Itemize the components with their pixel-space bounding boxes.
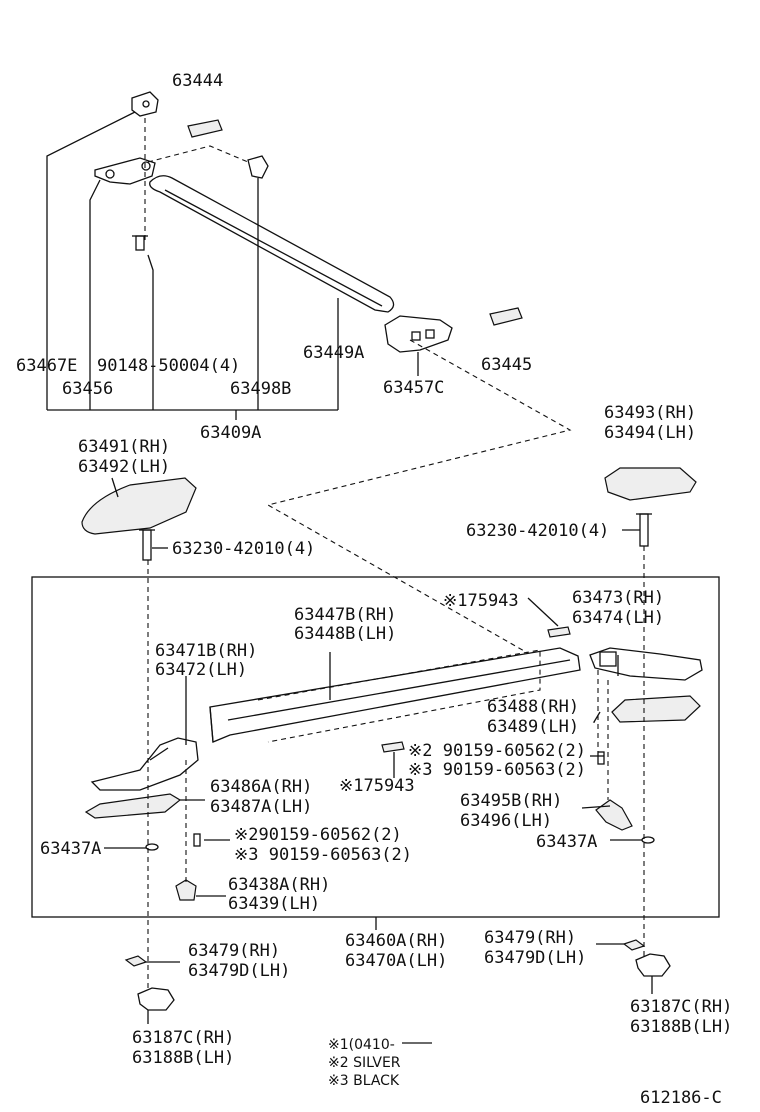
pad-63479-left [124, 955, 148, 967]
label-63479d-left: 63479D(LH) [188, 961, 290, 981]
label-63439: 63439(LH) [228, 894, 320, 914]
label-screw-r2: ※2 90159-60562(2) [408, 741, 586, 761]
label-screw-l2: ※290159-60562(2) [234, 825, 402, 845]
label-63488: 63488(RH) [487, 697, 579, 717]
label-63444: 63444 [172, 71, 223, 91]
washer-63437a-left [145, 843, 159, 851]
bolt-63230-right [639, 513, 649, 547]
bolt-63230-left [142, 529, 152, 561]
label-63188b-right: 63188B(LH) [630, 1017, 732, 1037]
label-63479d-right: 63479D(LH) [484, 948, 586, 968]
bolt-90148 [135, 235, 145, 251]
label-63487a: 63487A(LH) [210, 797, 312, 817]
label-63447b: 63447B(RH) [294, 605, 396, 625]
label-63479-left: 63479(RH) [188, 941, 280, 961]
label-63479-right: 63479(RH) [484, 928, 576, 948]
pin-63498b [247, 155, 269, 179]
clip-63438a [175, 879, 197, 901]
end-bracket-right [384, 315, 453, 353]
cross-bar [149, 175, 395, 313]
label-63491: 63491(RH) [78, 437, 170, 457]
diagram-id: 612186-C [640, 1088, 722, 1108]
pad-63486a [84, 793, 182, 819]
label-63467e: 63467E [16, 356, 77, 376]
pad-63479-right [622, 939, 646, 951]
label-63437a-right: 63437A [536, 832, 597, 852]
sticker-75943-top [547, 626, 571, 638]
label-63496: 63496(LH) [460, 811, 552, 831]
label-90148: 90148-50004(4) [97, 356, 240, 376]
label-63187c-right: 63187C(RH) [630, 997, 732, 1017]
note-1: ※1(0410- [328, 1037, 395, 1053]
nut-63187c-left [137, 987, 175, 1011]
note-3: ※3 BLACK [328, 1073, 400, 1089]
label-63473: 63473(RH) [572, 588, 664, 608]
end-piece-63471b [90, 737, 199, 791]
label-63456: 63456 [62, 379, 113, 399]
label-63474: 63474(LH) [572, 608, 664, 628]
label-63498b: 63498B [230, 379, 291, 399]
clip-63467e [131, 91, 159, 117]
label-75943-top: ※175943 [443, 591, 519, 611]
label-63472: 63472(LH) [155, 660, 247, 680]
note-2: ※2 SILVER [328, 1055, 401, 1071]
label-63188b-left: 63188B(LH) [132, 1048, 234, 1068]
label-63471b: 63471B(RH) [155, 641, 257, 661]
label-screw-l3: ※3 90159-60563(2) [234, 845, 412, 865]
label-63437a-left: 63437A [40, 839, 101, 859]
label-63493: 63493(RH) [604, 403, 696, 423]
label-63492: 63492(LH) [78, 457, 170, 477]
cap-63495b [595, 799, 633, 831]
label-63495b: 63495B(RH) [460, 791, 562, 811]
sticker-75943-mid [381, 741, 405, 753]
label-63470a: 63470A(LH) [345, 951, 447, 971]
label-63457c: 63457C [383, 378, 444, 398]
label-63438a: 63438A(RH) [228, 875, 330, 895]
pad-63488 [611, 695, 701, 723]
label-63409a: 63409A [200, 423, 261, 443]
cover-63491 [81, 477, 197, 535]
pad-63444 [187, 119, 223, 138]
label-63460a: 63460A(RH) [345, 931, 447, 951]
end-piece-63473 [589, 647, 703, 681]
label-bolt-right: 63230-42010(4) [466, 521, 609, 541]
nut-63187c-right [635, 953, 671, 977]
label-bolt-left: 63230-42010(4) [172, 539, 315, 559]
label-75943-mid: ※175943 [339, 776, 415, 796]
pad-63445 [489, 307, 523, 326]
label-63449a: 63449A [303, 343, 364, 363]
label-63489: 63489(LH) [487, 717, 579, 737]
screw-right [597, 751, 605, 765]
label-63486a: 63486A(RH) [210, 777, 312, 797]
label-63448b: 63448B(LH) [294, 624, 396, 644]
screw-left [193, 833, 201, 847]
label-63494: 63494(LH) [604, 423, 696, 443]
label-63445: 63445 [481, 355, 532, 375]
label-63187c-left: 63187C(RH) [132, 1028, 234, 1048]
label-screw-r3: ※3 90159-60563(2) [408, 760, 586, 780]
cover-63493 [604, 467, 697, 501]
